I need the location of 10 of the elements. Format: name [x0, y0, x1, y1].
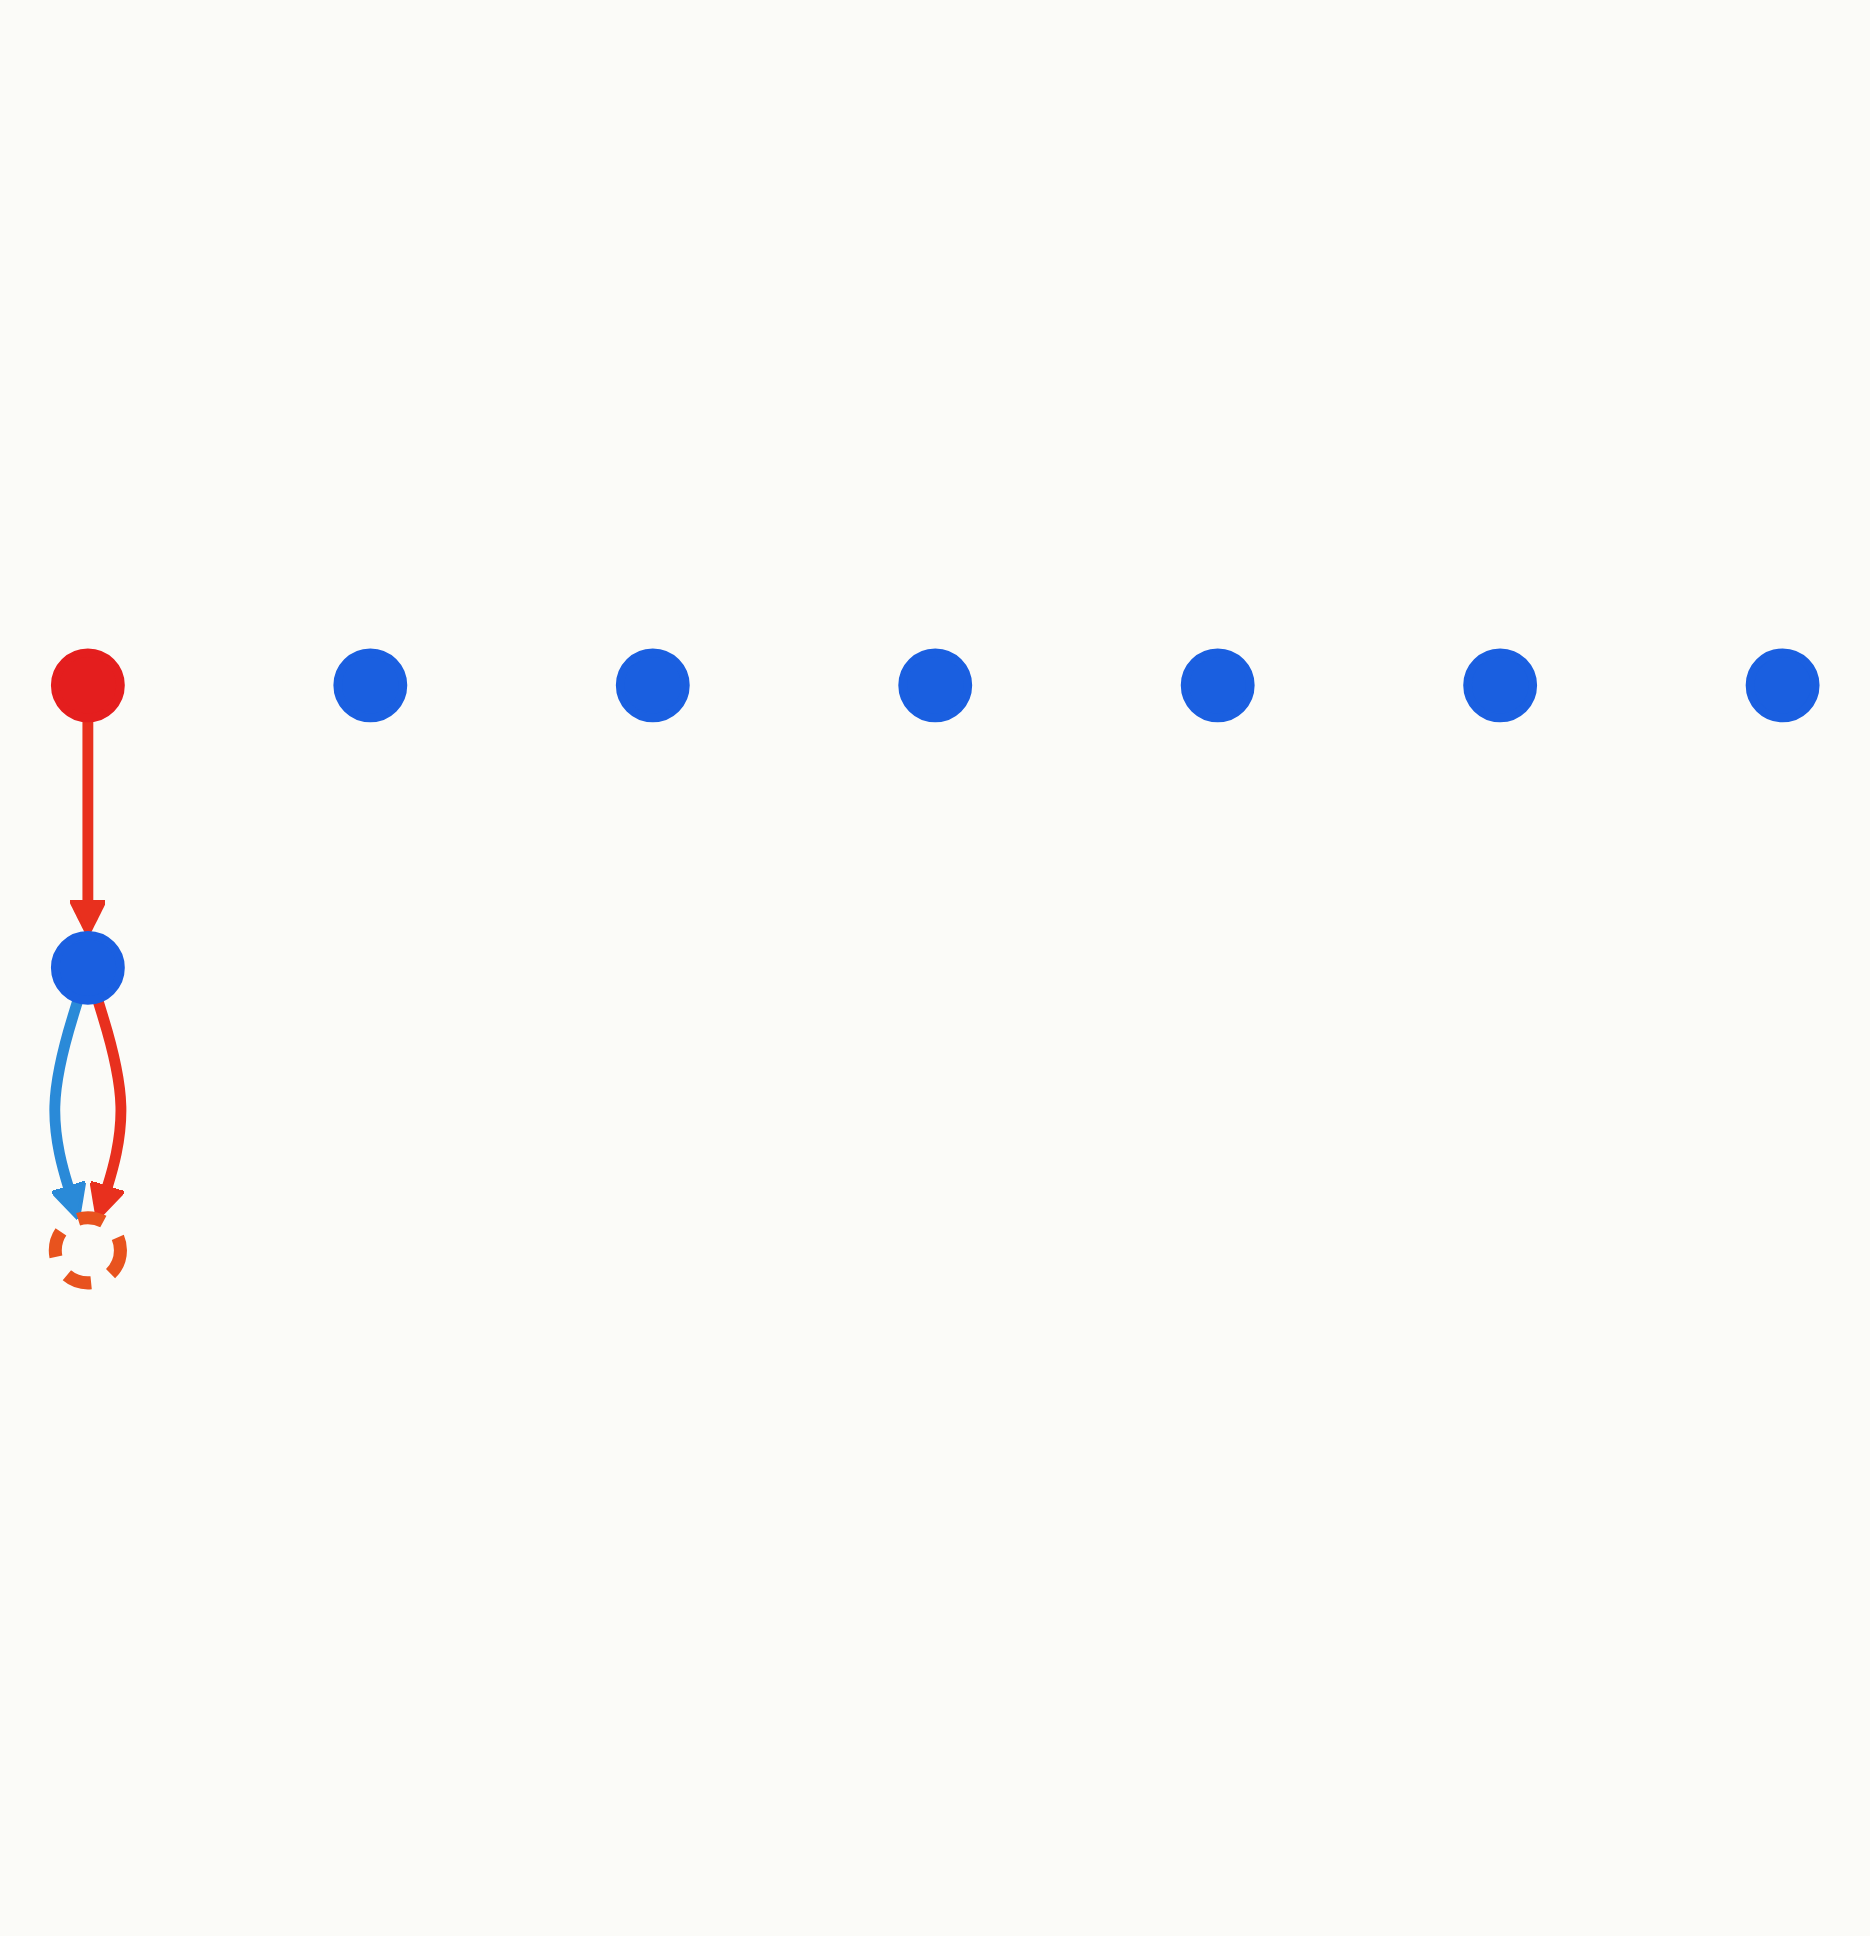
node-circle	[1463, 648, 1538, 723]
node-circle	[50, 648, 125, 723]
node-circle	[615, 648, 690, 723]
node-circle	[1180, 648, 1255, 723]
arrow	[49, 997, 87, 1222]
node-circle	[50, 931, 125, 1005]
node-circle	[48, 1211, 127, 1290]
node-circle	[333, 648, 408, 723]
node-circle	[1745, 648, 1820, 723]
node-circle	[898, 648, 973, 723]
